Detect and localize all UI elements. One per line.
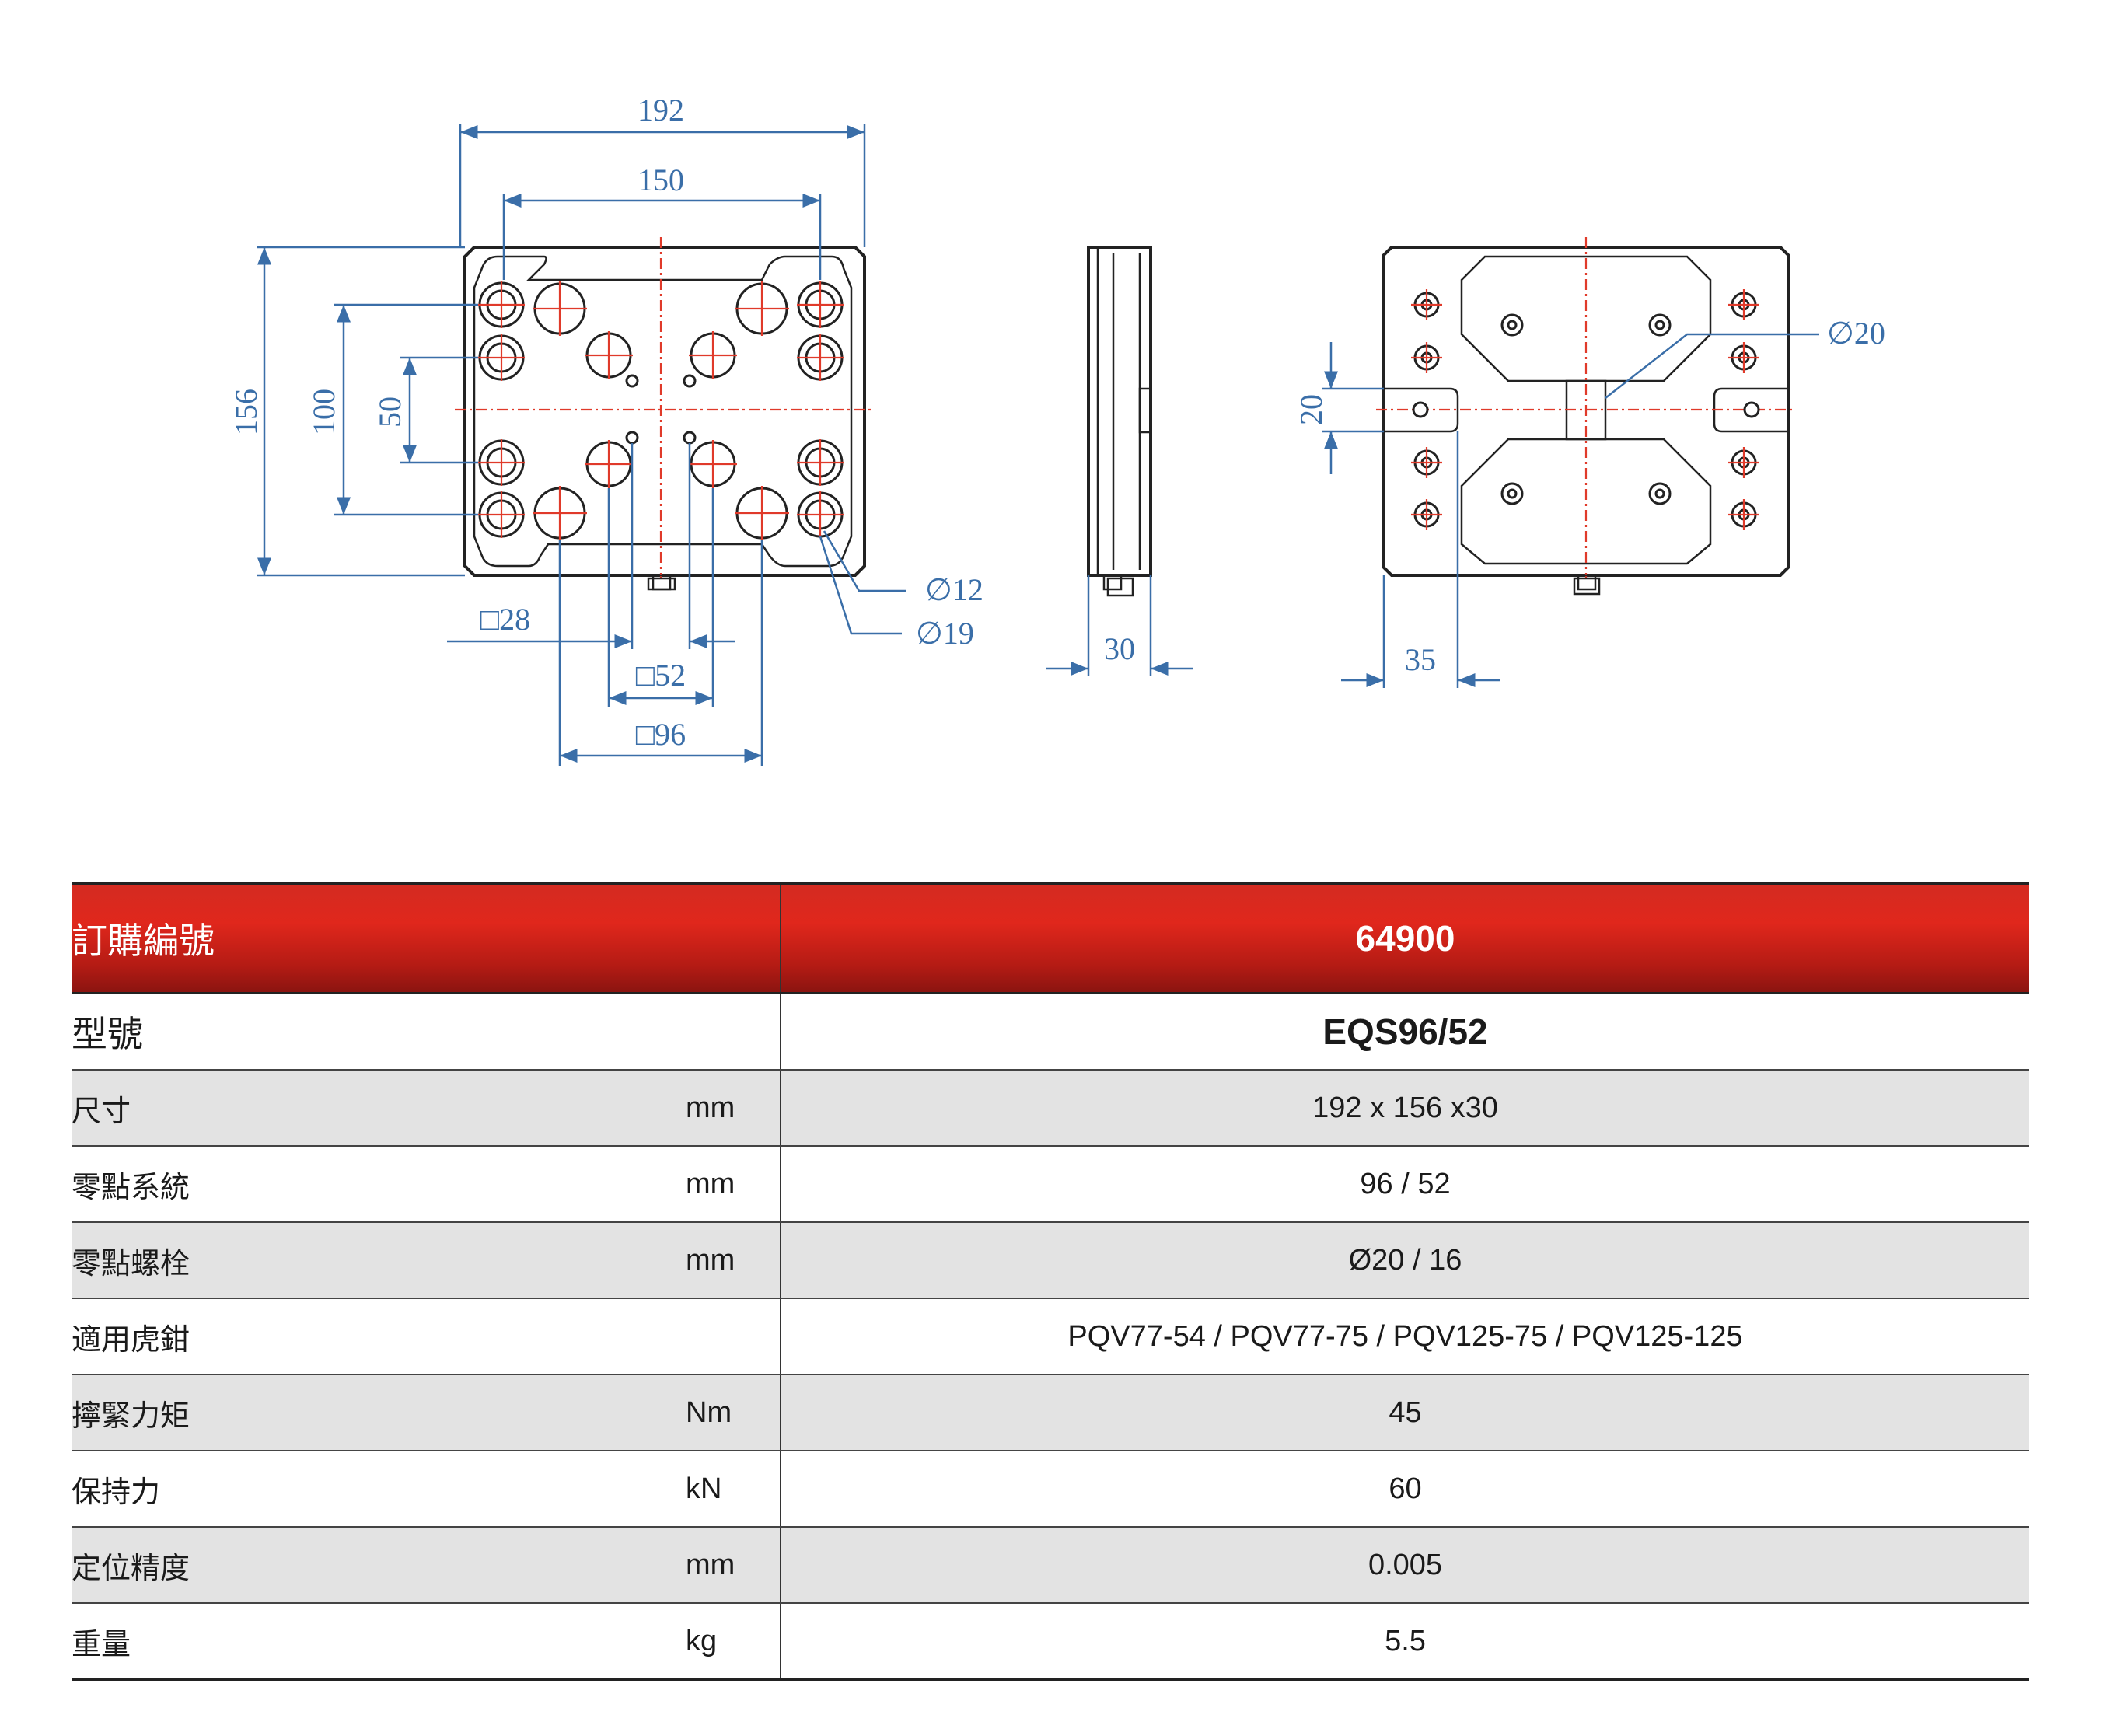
row-unit: kN xyxy=(686,1451,781,1528)
order-number-label: 訂購編號 xyxy=(72,882,781,994)
table-row: 零點螺栓 mm Ø20 / 16 xyxy=(72,1222,2029,1299)
side-view: 30 xyxy=(1046,246,1193,676)
dim-thickness-30: 30 xyxy=(1104,631,1135,666)
table-row: 擰緊力矩 Nm 45 xyxy=(72,1374,2029,1451)
dim-offset-35: 35 xyxy=(1405,642,1436,677)
row-label: 適用虎鉗 xyxy=(72,1298,686,1375)
row-unit xyxy=(686,1298,781,1375)
row-value: 5.5 xyxy=(780,1603,2029,1681)
spec-table: 訂購編號 64900 型號 EQS96/52 尺寸 mm 192 x 156 x… xyxy=(72,882,2029,1681)
technical-drawing: 192 150 156 100 50 □28 □52 xyxy=(229,93,1885,766)
row-label: 保持力 xyxy=(72,1451,686,1528)
dim-sq96: □96 xyxy=(636,717,686,752)
dim-slot-20: 20 xyxy=(1294,394,1329,425)
row-value: Ø20 / 16 xyxy=(780,1222,2029,1299)
row-label: 零點系統 xyxy=(72,1146,686,1223)
table-row: 重量 kg 5.5 xyxy=(72,1603,2029,1681)
table-row: 型號 EQS96/52 xyxy=(72,993,2029,1071)
row-value: 45 xyxy=(780,1374,2029,1451)
row-label: 擰緊力矩 xyxy=(72,1374,686,1451)
row-value: 60 xyxy=(780,1451,2029,1528)
bottom-view: ∅20 20 35 xyxy=(1294,237,1885,688)
table-row: 零點系統 mm 96 / 52 xyxy=(72,1146,2029,1223)
table-row: 尺寸 mm 192 x 156 x30 xyxy=(72,1070,2029,1147)
table-row: 保持力 kN 60 xyxy=(72,1451,2029,1528)
dim-dia19: ∅19 xyxy=(916,616,974,651)
row-label: 定位精度 xyxy=(72,1527,686,1604)
row-unit: kg xyxy=(686,1603,781,1681)
row-value: EQS96/52 xyxy=(780,993,2029,1071)
row-unit: mm xyxy=(686,1070,781,1147)
row-unit: mm xyxy=(686,1146,781,1223)
row-label: 型號 xyxy=(72,993,686,1071)
row-unit: mm xyxy=(686,1527,781,1604)
front-view: 192 150 156 100 50 □28 □52 xyxy=(229,93,983,766)
table-row: 適用虎鉗 PQV77-54 / PQV77-75 / PQV125-75 / P… xyxy=(72,1298,2029,1375)
dim-156: 156 xyxy=(229,389,264,435)
dim-50: 50 xyxy=(372,396,407,428)
dim-sq28: □28 xyxy=(480,602,530,637)
row-value: 192 x 156 x30 xyxy=(780,1070,2029,1147)
row-unit xyxy=(686,993,781,1071)
row-label: 尺寸 xyxy=(72,1070,686,1147)
row-label: 零點螺栓 xyxy=(72,1222,686,1299)
row-label: 重量 xyxy=(72,1603,686,1681)
row-unit: Nm xyxy=(686,1374,781,1451)
dim-sq52: □52 xyxy=(636,658,686,693)
row-unit: mm xyxy=(686,1222,781,1299)
dim-192: 192 xyxy=(638,93,684,127)
order-number-value: 64900 xyxy=(780,882,2029,994)
dim-100: 100 xyxy=(306,389,341,435)
row-value: 0.005 xyxy=(780,1527,2029,1604)
row-value: PQV77-54 / PQV77-75 / PQV125-75 / PQV125… xyxy=(780,1298,2029,1375)
table-row: 定位精度 mm 0.005 xyxy=(72,1527,2029,1604)
row-value: 96 / 52 xyxy=(780,1146,2029,1223)
dim-150: 150 xyxy=(638,162,684,197)
table-header-row: 訂購編號 64900 xyxy=(72,882,2029,994)
dim-dia20: ∅20 xyxy=(1827,316,1885,351)
dim-dia12: ∅12 xyxy=(925,572,983,607)
